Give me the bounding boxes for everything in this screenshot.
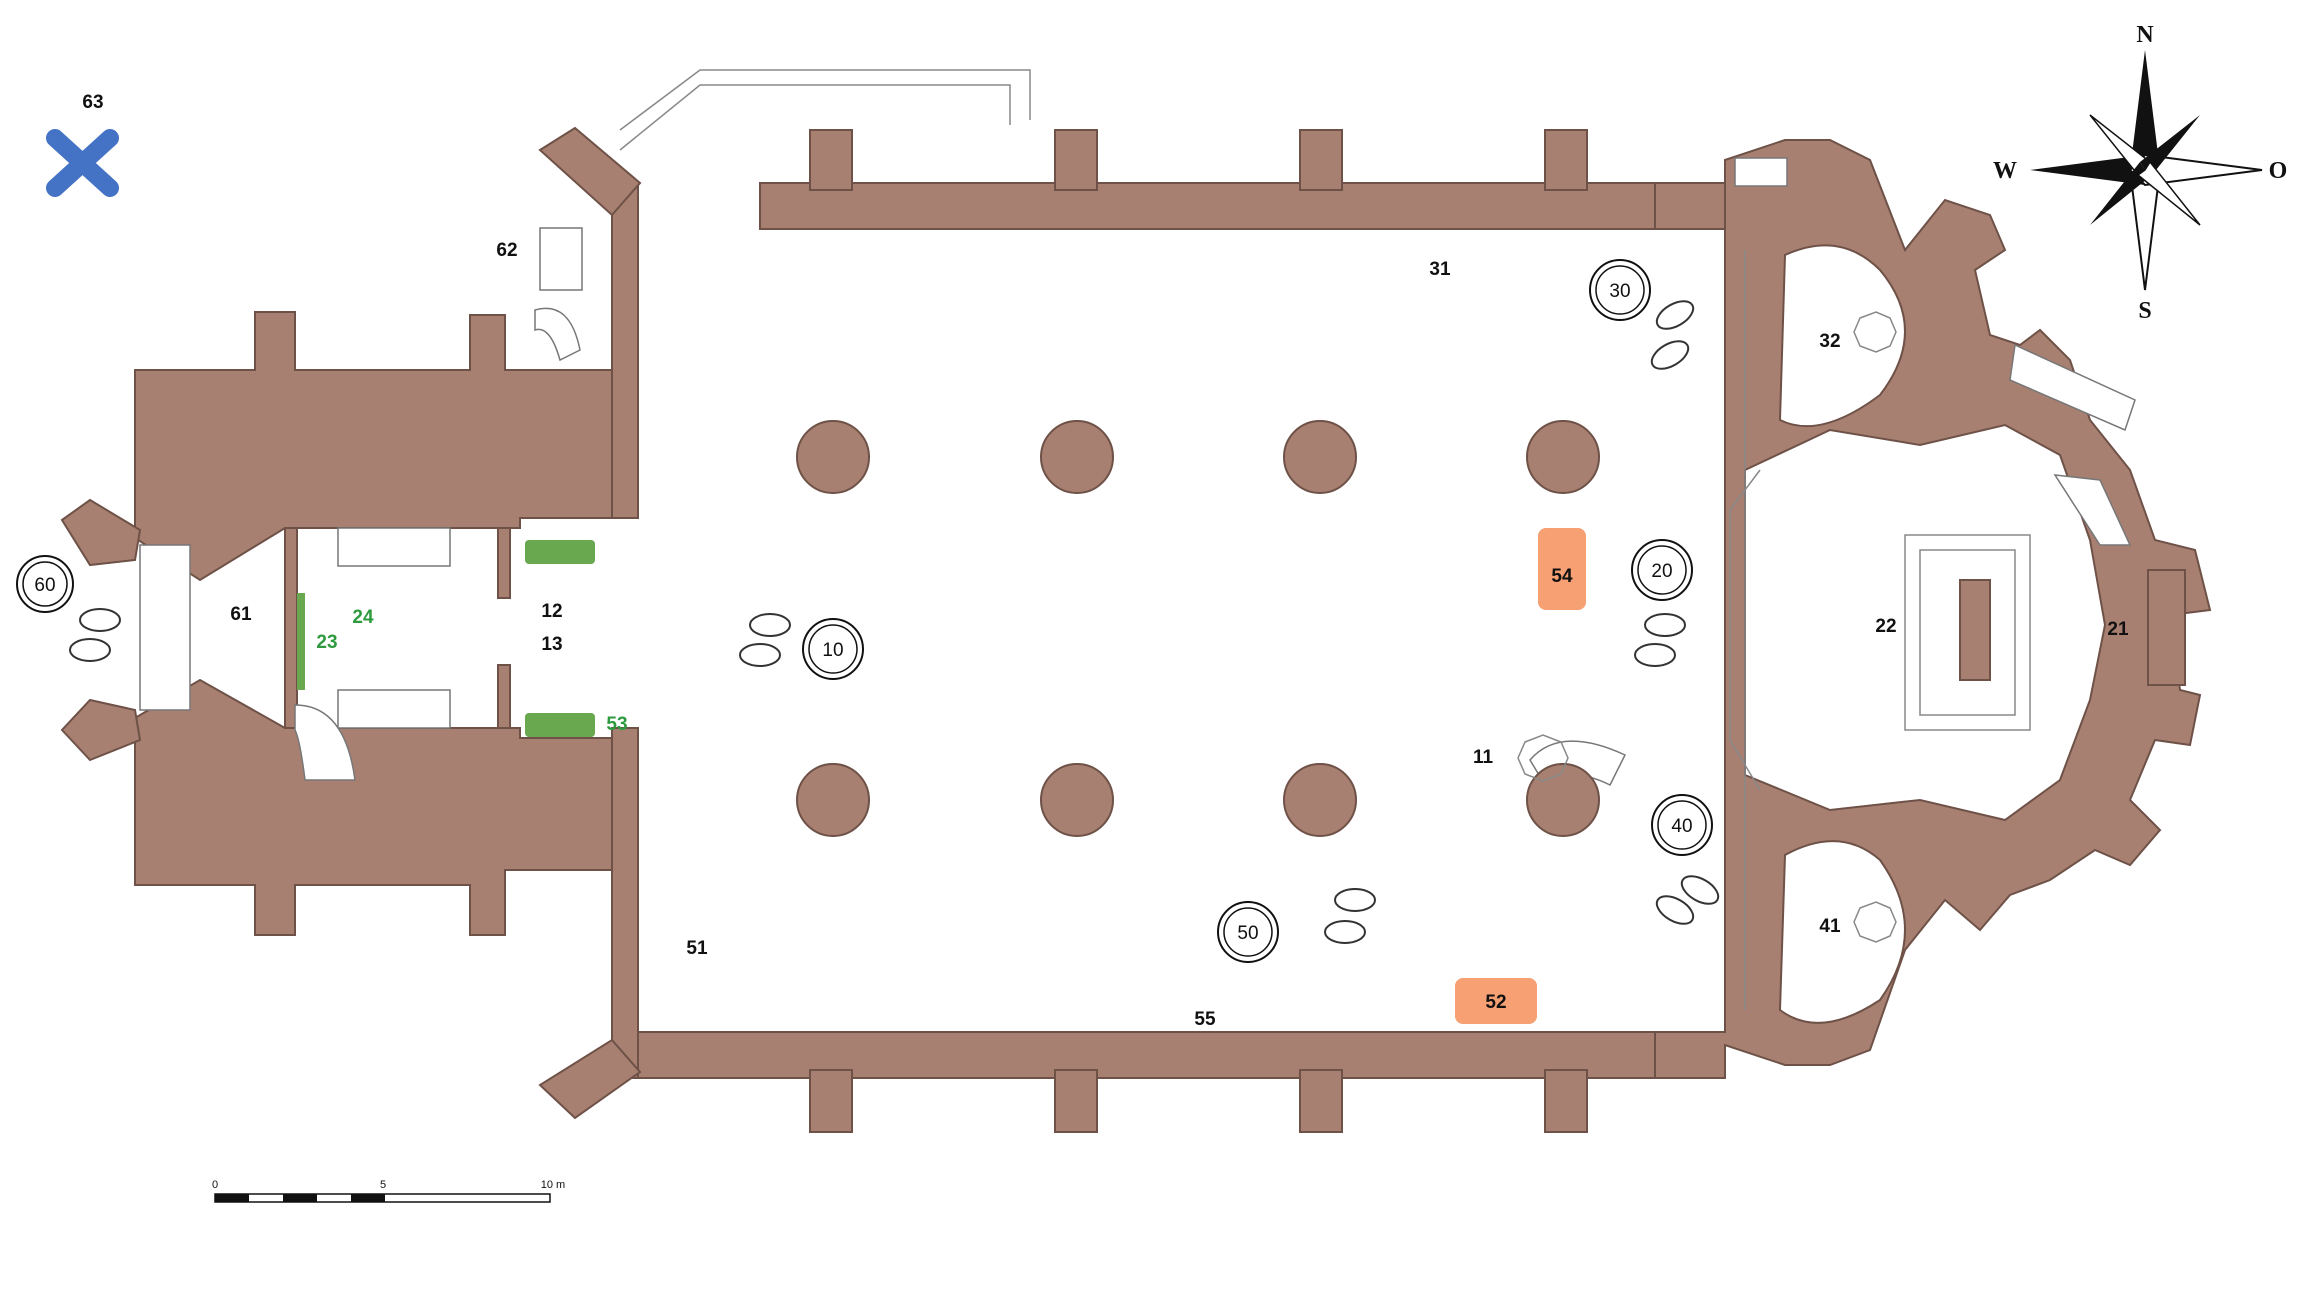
station-10: 10 xyxy=(802,618,864,680)
label-22: 22 xyxy=(1875,616,1896,637)
pier xyxy=(796,420,870,494)
label-55: 55 xyxy=(1194,1009,1216,1030)
green-marker-53 xyxy=(525,713,595,737)
pier xyxy=(1526,763,1600,837)
label-53: 53 xyxy=(606,714,627,735)
stair-south xyxy=(337,689,451,729)
compass-south: S xyxy=(2138,298,2151,324)
label-24: 24 xyxy=(352,607,374,628)
label-61: 61 xyxy=(230,604,252,625)
pier xyxy=(1526,420,1600,494)
label-11: 11 xyxy=(1473,747,1494,768)
station-50: 50 xyxy=(1217,901,1279,963)
south-wall xyxy=(629,1031,1656,1079)
pier xyxy=(1283,420,1357,494)
label-54: 54 xyxy=(1551,566,1573,587)
label-52: 52 xyxy=(1485,992,1506,1013)
green-marker-23 xyxy=(297,593,305,690)
station-label: 60 xyxy=(34,575,55,596)
stairs xyxy=(139,69,2136,1010)
octagon-41 xyxy=(1853,901,1897,943)
footprints-icon xyxy=(69,300,1720,944)
label-23: 23 xyxy=(316,632,337,653)
station-40: 40 xyxy=(1651,794,1713,856)
station-label: 40 xyxy=(1671,816,1692,837)
label-32: 32 xyxy=(1819,331,1840,352)
station-60: 60 xyxy=(16,555,74,613)
scale-tick: 5 xyxy=(380,1179,386,1191)
octagon-11 xyxy=(1517,734,1569,782)
pier xyxy=(1040,763,1114,837)
pier xyxy=(1040,420,1114,494)
pier xyxy=(1283,763,1357,837)
green-marker xyxy=(525,540,595,564)
north-wall xyxy=(759,182,1656,230)
compass-east: O xyxy=(2269,158,2288,184)
compass-west: W xyxy=(1993,158,2017,184)
label-13: 13 xyxy=(541,634,562,655)
label-12: 12 xyxy=(541,601,562,622)
scale-tick: 10 m xyxy=(541,1179,565,1191)
orange-marker-54 xyxy=(1538,528,1586,610)
scale-tick: 0 xyxy=(212,1179,218,1191)
walls xyxy=(60,126,2212,1133)
altar xyxy=(1959,579,1991,681)
compass-north: N xyxy=(2136,22,2154,48)
station-20: 20 xyxy=(1631,539,1693,601)
label-21: 21 xyxy=(2107,619,2129,640)
stair-north xyxy=(337,527,451,567)
label-63: 63 xyxy=(82,92,103,113)
scale-bar: 0 5 10 m xyxy=(212,1179,565,1203)
station-30: 30 xyxy=(1589,259,1651,321)
compass-rose-icon: N S W O xyxy=(1993,22,2287,324)
label-62: 62 xyxy=(496,240,517,261)
blue-cross-icon xyxy=(46,129,119,197)
octagon-32 xyxy=(1853,311,1897,353)
station-label: 10 xyxy=(822,640,843,661)
sanctuary-interior xyxy=(1744,423,2107,822)
station-label: 50 xyxy=(1237,923,1258,944)
columns xyxy=(796,420,1600,837)
entrance-steps xyxy=(139,544,191,711)
orange-marker-52 xyxy=(1455,978,1537,1024)
porch-north-block xyxy=(134,311,613,582)
label-51: 51 xyxy=(686,938,708,959)
label-31: 31 xyxy=(1429,259,1451,280)
station-label: 20 xyxy=(1651,561,1672,582)
station-label: 30 xyxy=(1609,281,1630,302)
label-41: 41 xyxy=(1819,916,1841,937)
pier xyxy=(796,763,870,837)
